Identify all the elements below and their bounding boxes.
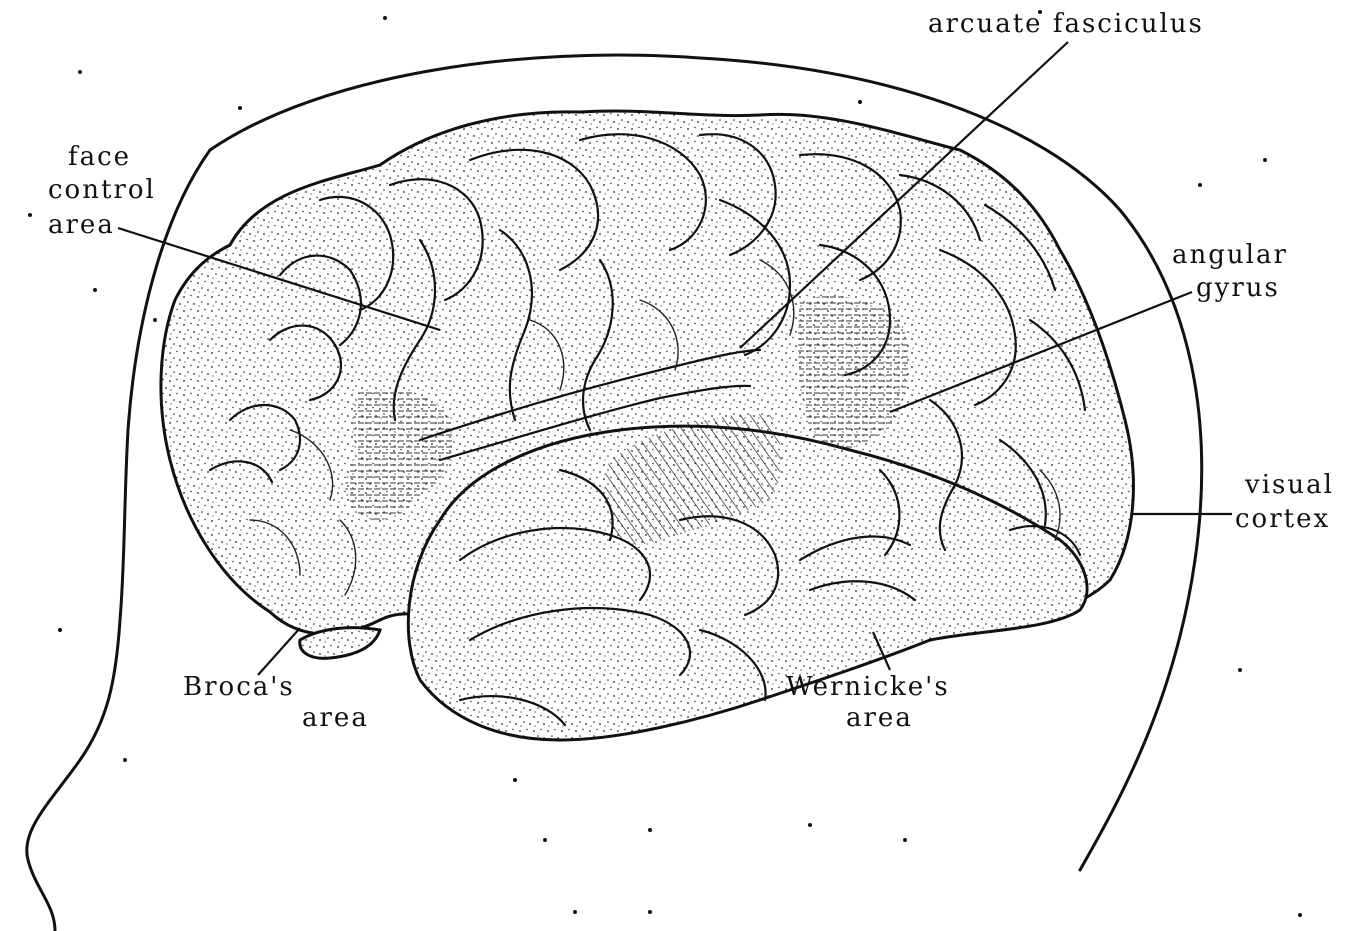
broca-leader [258, 628, 300, 675]
label-angular-gyrus-line2: gyrus [1196, 273, 1280, 303]
label-face-control-line3: area [48, 210, 115, 240]
label-wernicke-line1: Wernicke's [786, 672, 950, 702]
label-broca-line1: Broca's [183, 672, 295, 702]
label-angular-gyrus-line1: angular [1172, 240, 1288, 270]
label-broca-line2: area [302, 703, 369, 733]
label-visual-cortex-line2: cortex [1235, 504, 1330, 534]
label-visual-cortex-line1: visual [1244, 470, 1334, 500]
face-profile-outline [27, 150, 210, 931]
brain [161, 111, 1133, 740]
label-wernicke-line2: area [846, 703, 913, 733]
label-face-control-line1: face [68, 142, 131, 172]
label-arcuate-fasciculus: arcuate fasciculus [928, 9, 1204, 39]
label-face-control-line2: control [48, 175, 156, 205]
